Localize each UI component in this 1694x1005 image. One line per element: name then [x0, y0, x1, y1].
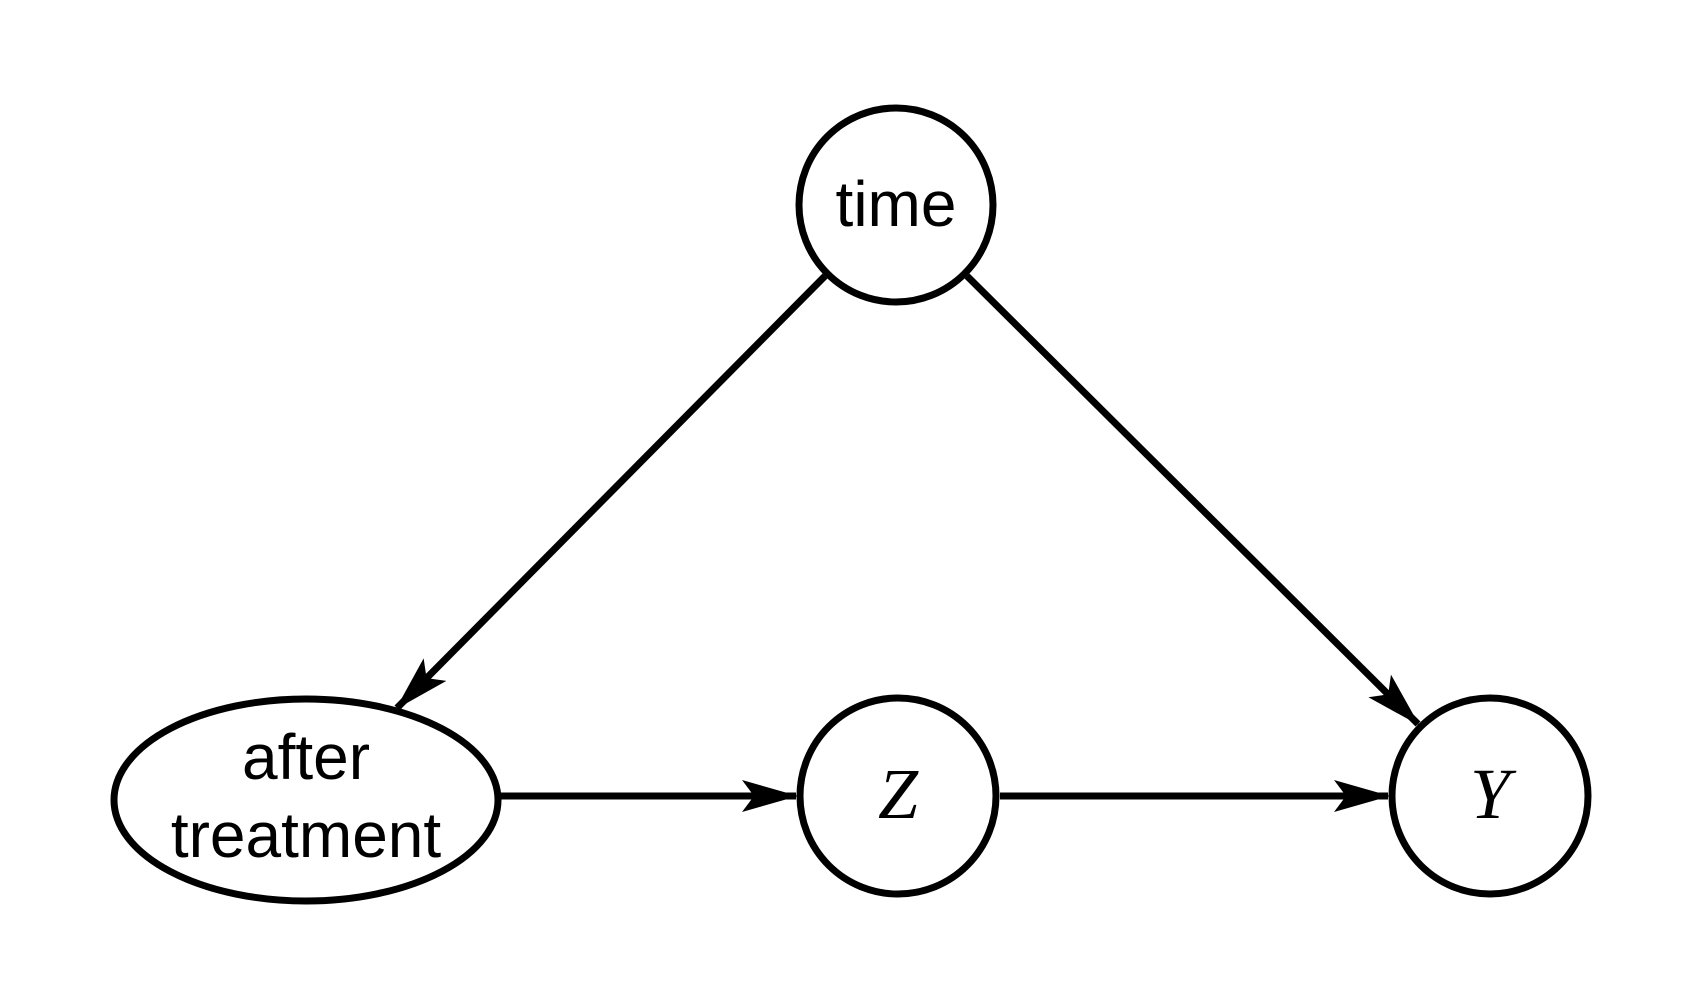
edge-time-to-after-treatment: [394, 273, 828, 711]
node-z-shape: [796, 694, 1000, 898]
node-after-treatment-label-line2: treatment: [171, 799, 442, 871]
node-after-treatment-label-line1: after: [242, 721, 370, 793]
node-y-shape: [1388, 694, 1592, 898]
edge-time-to-y: [964, 273, 1421, 727]
node-after-treatment-shape: [110, 695, 502, 905]
node-time-label: time: [836, 168, 957, 240]
node-z: Z: [796, 694, 1000, 898]
edges: [394, 273, 1421, 812]
node-after-treatment: after treatment: [110, 695, 502, 905]
node-time-shape: [795, 104, 997, 306]
node-y-label: Y: [1470, 754, 1517, 834]
nodes: time after treatment Z Y: [110, 104, 1592, 905]
node-time: time: [795, 104, 997, 306]
node-y: Y: [1388, 694, 1592, 898]
node-z-label: Z: [878, 754, 919, 834]
